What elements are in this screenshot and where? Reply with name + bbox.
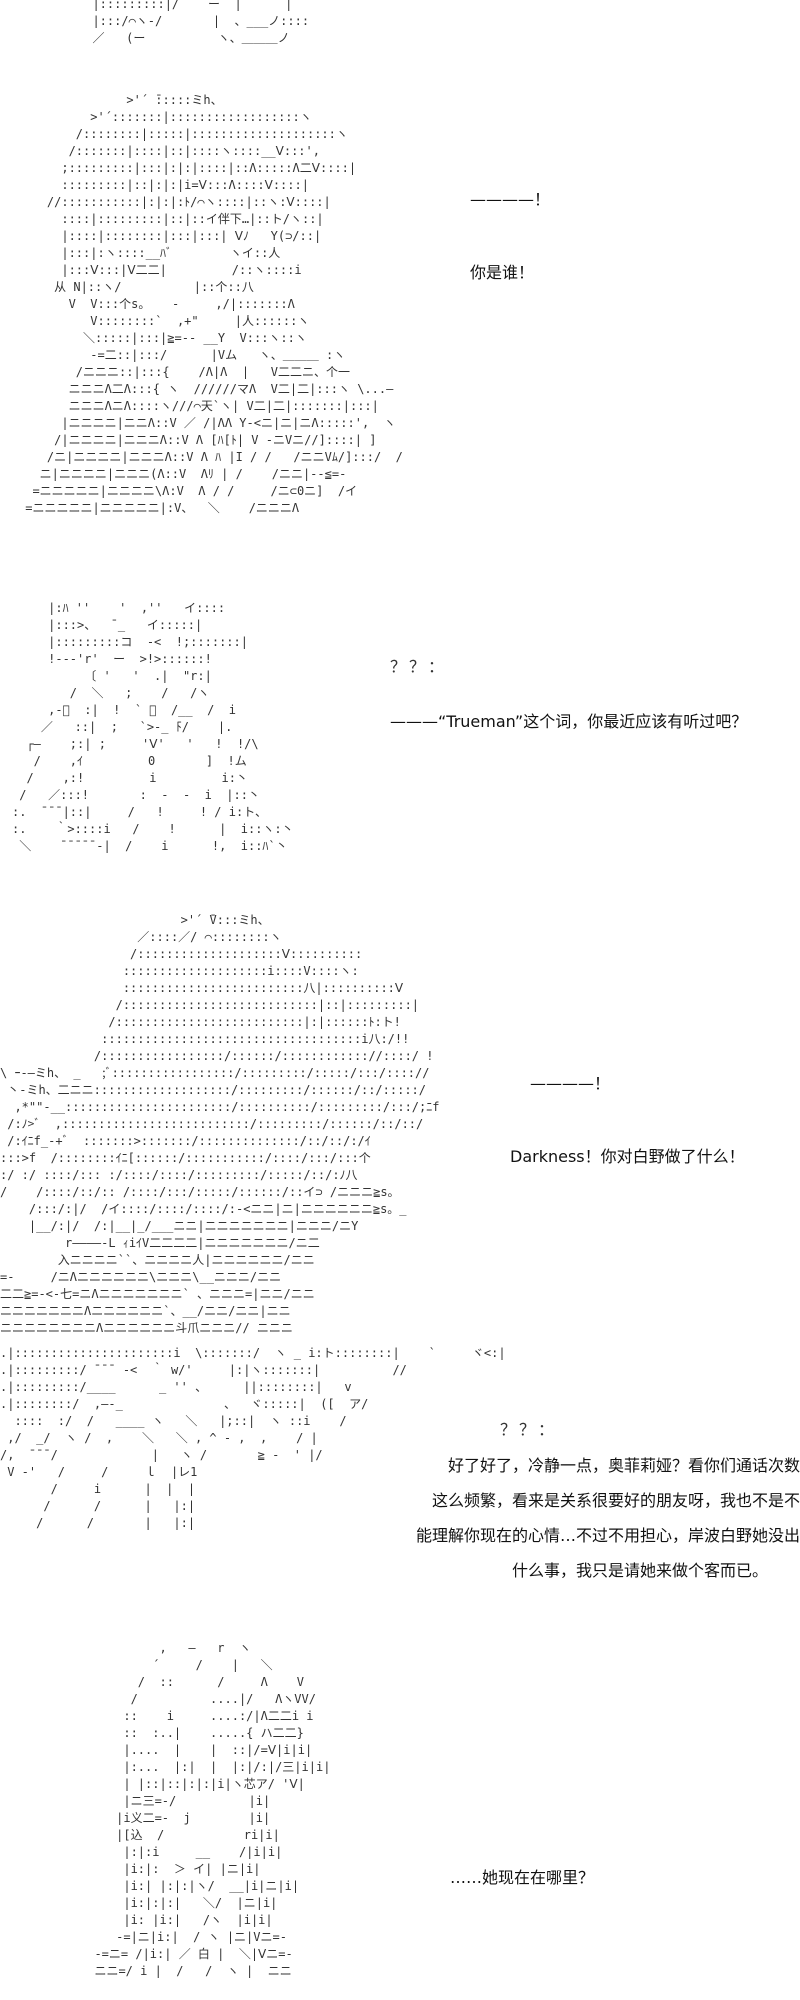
ascii-art-panel-6: , ― r ヽ ´ / | ＼ / :: / Λ V / ....|/ ΛヽVV… bbox=[94, 1641, 331, 1978]
dialogue-who-are-you: 你是谁！ bbox=[470, 263, 535, 282]
ascii-art-panel-1: |:::::::::|/ ー | ̄ ̄ ̄ ̄ ̄| |:::/⌒ヽ-/ | … bbox=[92, 0, 310, 45]
speaker-unknown-2: ？？： bbox=[500, 1420, 558, 1439]
dialogue-line-4: 什么事，我只是请她来做个客而已。 bbox=[511, 1561, 768, 1580]
dialogue-darkness: Darkness！你对白野做了什么！ bbox=[510, 1147, 745, 1166]
dialogue-exclaim-2: ————！ bbox=[530, 1074, 611, 1093]
dialogue-line-3: 能理解你现在的心情…不过不用担心，岸波白野她没出 bbox=[415, 1526, 800, 1545]
dialogue-exclaim: ————！ bbox=[470, 190, 551, 209]
speaker-unknown: ？？： bbox=[390, 657, 448, 676]
ascii-art-panel-5: .|::::::::::::::::::::::i \:::::::/ ヽ _ … bbox=[0, 1346, 506, 1530]
dialogue-line-2: 这么频繁，看来是关系很要好的朋友呀，我也不是不 bbox=[431, 1491, 800, 1510]
ascii-art-panel-2: >'´ ̄:::::ミh、 >'´:::::::|:::::::::::::::… bbox=[25, 93, 403, 515]
dialogue-trueman: ———“Trueman”这个词，你最近应该有听过吧？ bbox=[390, 712, 748, 731]
dialogue-where-is-she: ……她现在在哪里？ bbox=[450, 1868, 595, 1887]
ascii-art-panel-3: |:ﾊ '' ' ,'' イ:::: |:::>、 ¯_ イ:::::| |::… bbox=[12, 601, 294, 853]
dialogue-line-1: 好了好了，冷静一点，奥菲莉娅？看你们通话次数 bbox=[447, 1456, 800, 1475]
ascii-art-panel-4: >'´ ̄V:::ミh、 ／::::／/ ⌒::::::::ヽ /:::::::… bbox=[0, 913, 440, 1335]
